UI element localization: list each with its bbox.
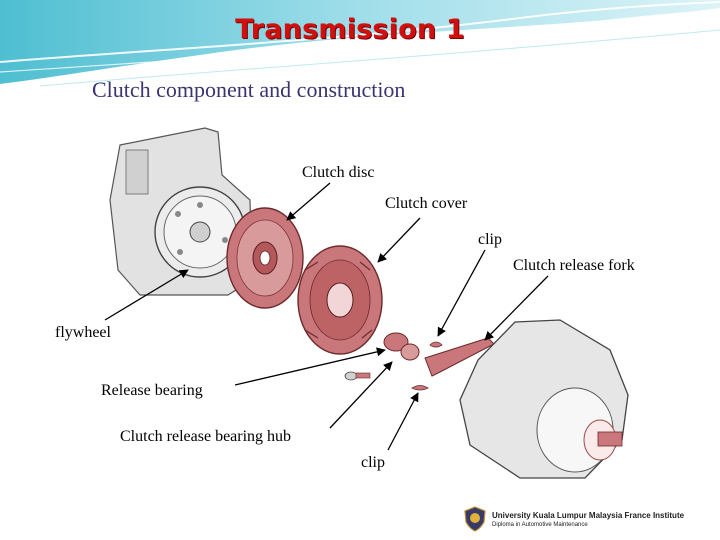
arrow-bearing-hub xyxy=(329,361,393,429)
header-swoosh-decoration xyxy=(0,0,720,87)
label-clip-top: clip xyxy=(478,231,502,248)
arrow-flywheel xyxy=(104,269,189,321)
clutch-disc-part xyxy=(226,207,304,309)
label-clutch-disc: Clutch disc xyxy=(302,164,375,181)
footer-institution: University Kuala Lumpur Malaysia France … xyxy=(492,511,685,520)
label-clip-bottom: clip xyxy=(361,454,385,471)
label-clutch-release-bearing-hub: Clutch release bearing hub xyxy=(120,428,292,445)
clip-top-part xyxy=(429,341,443,348)
arrow-clip-top xyxy=(437,249,486,337)
clutch-cover-part xyxy=(297,245,383,355)
label-flywheel: flywheel xyxy=(55,324,111,341)
bell-housing xyxy=(459,319,629,479)
label-clutch-cover: Clutch cover xyxy=(385,195,468,212)
arrow-release-bearing xyxy=(234,347,386,386)
arrow-release-fork xyxy=(484,275,549,341)
engine-flywheel-housing xyxy=(109,127,253,296)
label-release-bearing: Release bearing xyxy=(101,382,203,399)
slide-title: Transmission 1 xyxy=(235,14,465,45)
bearing-hub-part xyxy=(344,371,371,381)
arrow-clutch-cover xyxy=(377,217,421,263)
institution-logo-icon xyxy=(464,506,486,532)
clip-bottom-part xyxy=(411,385,429,391)
release-bearing-part xyxy=(383,332,420,361)
slide-subtitle: Clutch component and construction xyxy=(92,77,406,102)
arrow-clip-bottom xyxy=(387,392,419,451)
label-clutch-release-fork: Clutch release fork xyxy=(513,257,635,274)
footer-program: Diploma in Automotive Maintenance xyxy=(492,522,588,528)
clutch-release-fork-part xyxy=(424,337,495,377)
arrow-clutch-disc xyxy=(286,182,331,221)
